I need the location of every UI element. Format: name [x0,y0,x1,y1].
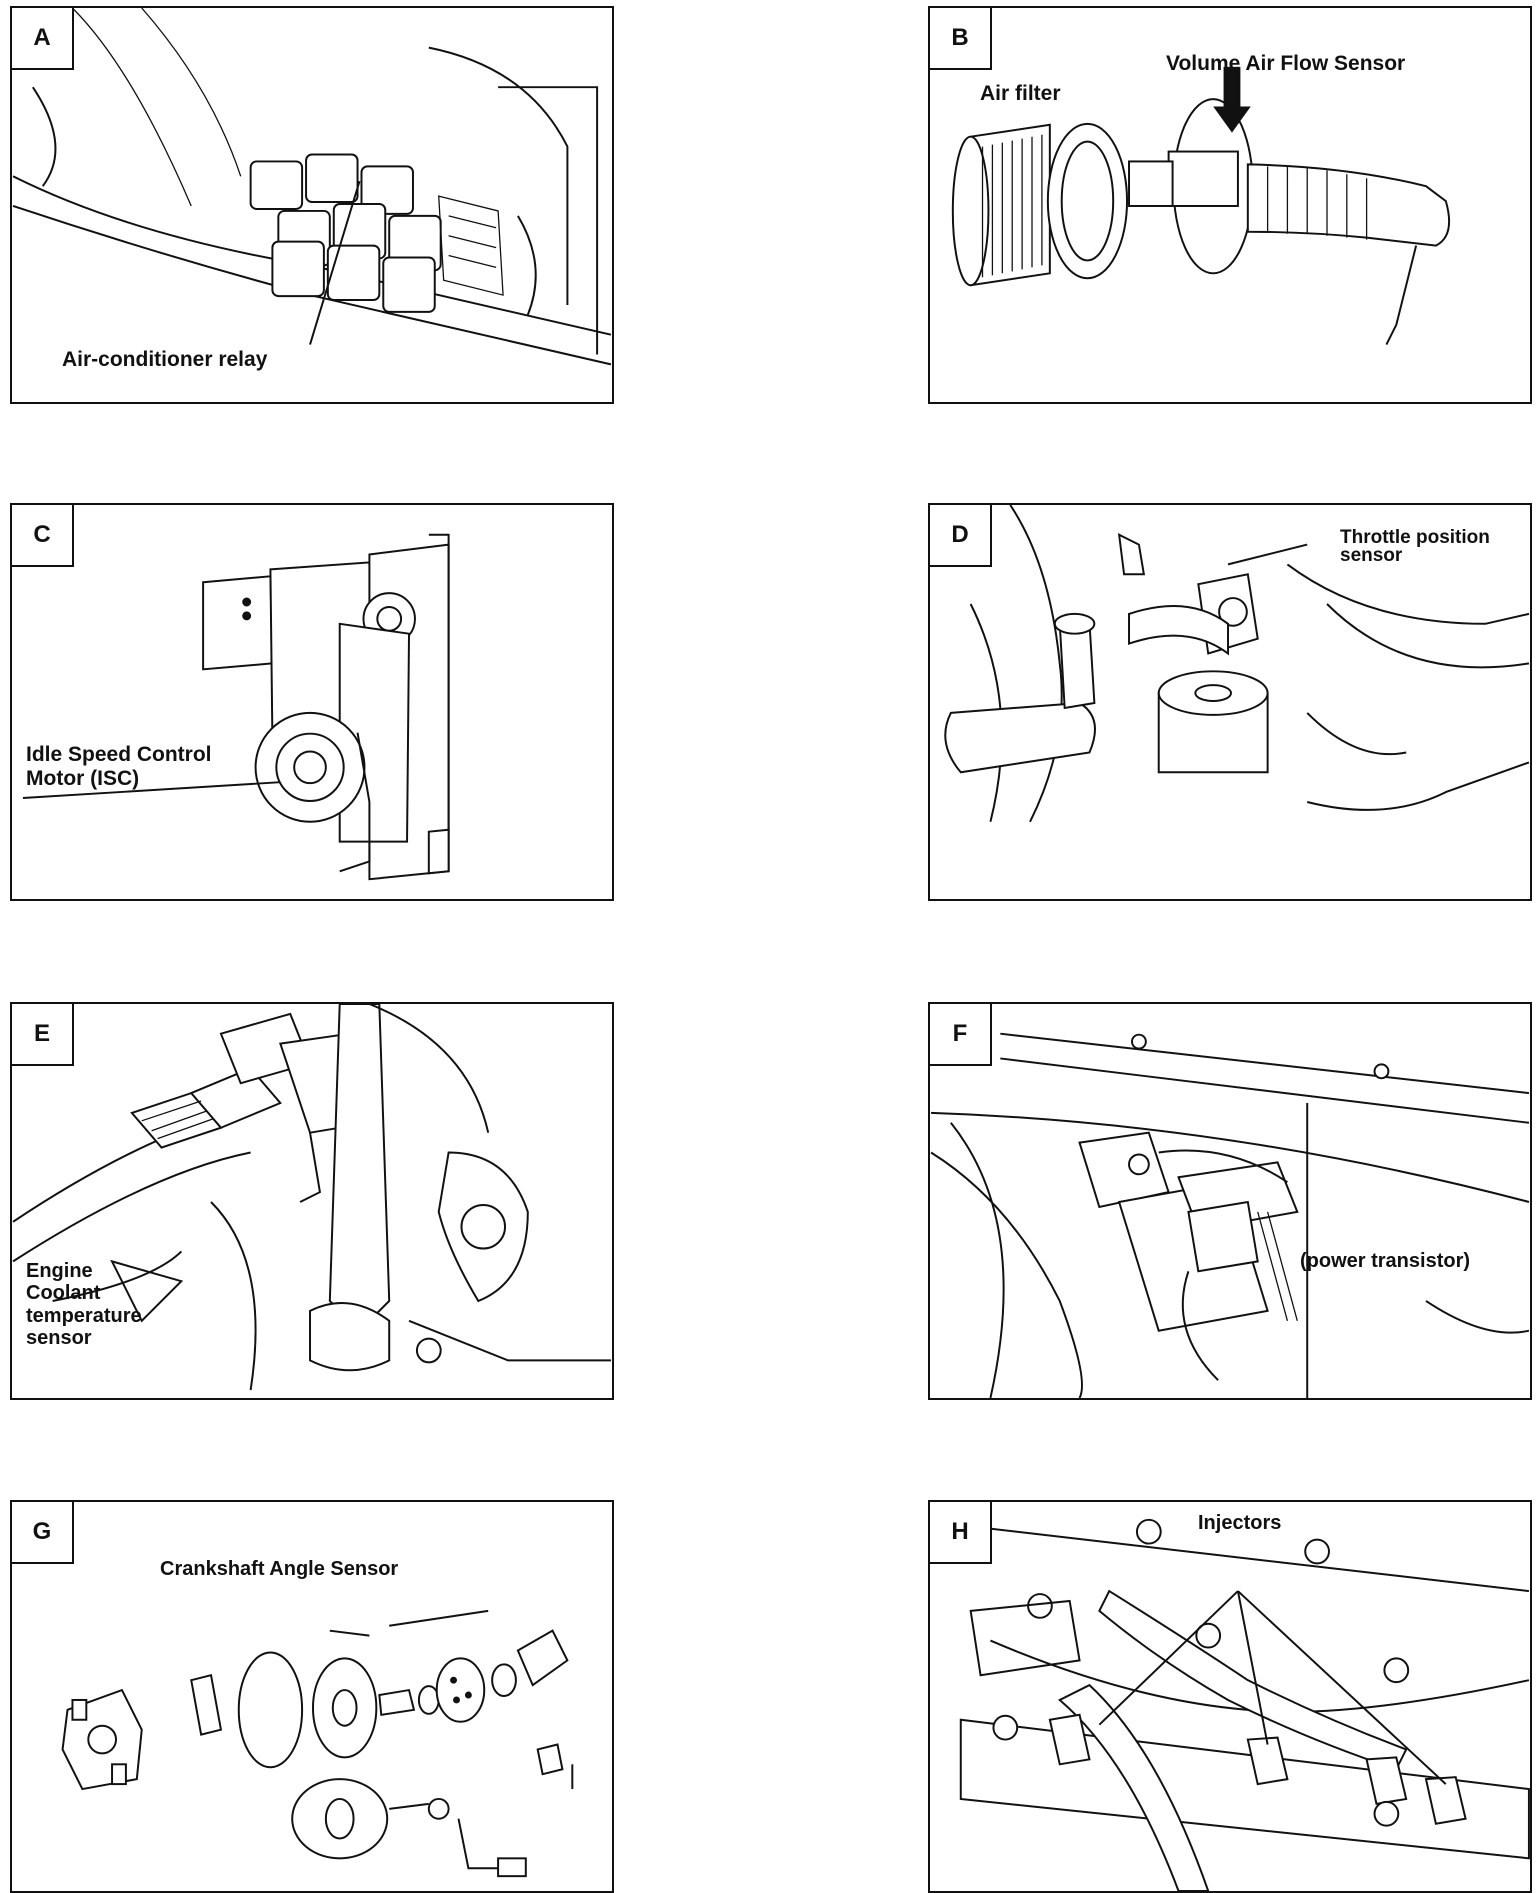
panel-c-tag: C [12,505,74,567]
panel-h-illustration [930,1518,1530,1891]
panel-d-illustration [944,505,1530,823]
panel-h: H Injectors [928,1500,1532,1893]
panel-f-tag: F [930,1004,992,1066]
panel-b: B Air filter Volume Air Flow Sensor [928,6,1532,404]
label-injectors: Injectors [1198,1512,1282,1534]
panel-f: F (power transistor) [928,1002,1532,1400]
panel-g-illustration [61,1609,574,1878]
panel-a-tag: A [12,8,74,70]
panel-c-illustration [22,533,450,881]
label-air-conditioner-relay: Air-conditioner relay [62,348,268,371]
label-air-filter: Air filter [980,82,1061,105]
label-crankshaft-angle-sensor: Crankshaft Angle Sensor [160,1558,399,1580]
panel-a: A Air-conditioner relay [10,6,614,404]
panel-f-illustration [930,1032,1530,1398]
panel-d-tag: D [930,505,992,567]
panel-a-illustration [12,8,612,366]
label-engine-coolant-temperature-sensor: Engine Coolant temperature sensor [26,1260,142,1350]
label-throttle-position-sensor: Throttle position sensor [1340,527,1490,567]
label-volume-air-flow-sensor: Volume Air Flow Sensor [1166,52,1406,75]
panel-g-tag: G [12,1502,74,1564]
panel-c: C Idle Speed Control Motor (ISC) [10,503,614,901]
panel-e-tag: E [12,1004,74,1066]
label-idle-speed-control-motor: Idle Speed Control Motor (ISC) [26,743,212,790]
panel-e: E Engine Coolant temperature sensor [10,1002,614,1400]
label-power-transistor: (power transistor) [1300,1250,1471,1272]
panel-g: G Crankshaft Angle Sensor [10,1500,614,1893]
panel-b-illustration [951,66,1451,346]
panel-b-tag: B [930,8,992,70]
panel-d: D Throttle position sensor [928,503,1532,901]
panel-e-illustration [12,1004,611,1391]
panel-h-tag: H [930,1502,992,1564]
